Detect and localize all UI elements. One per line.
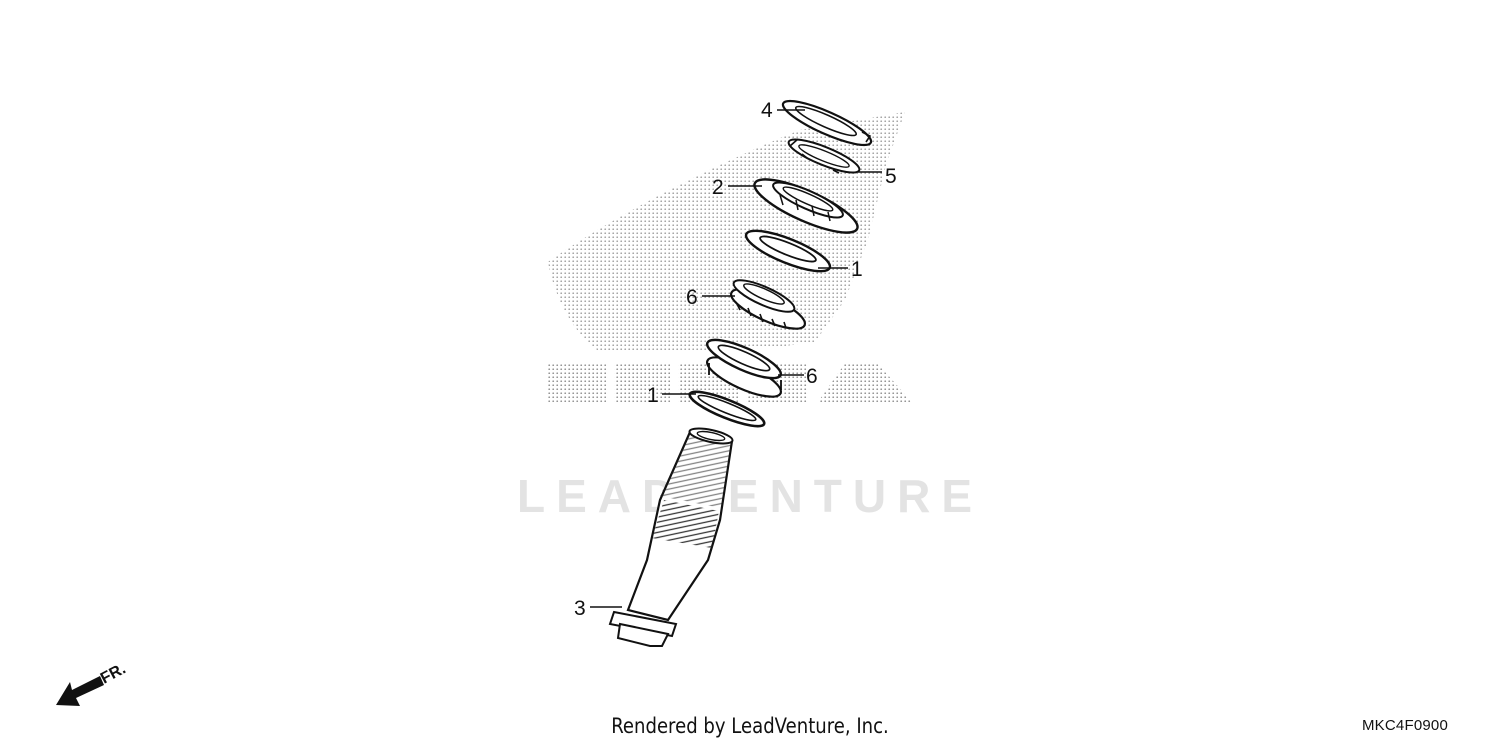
callout-1-upper: 1 [818,258,863,281]
callout-4: 4 [761,99,805,122]
callout-1-lower-label: 1 [647,384,659,407]
front-direction-arrow: FR. [56,660,129,706]
callout-3: 3 [574,597,622,620]
wing-logo-watermark [548,112,905,352]
rendered-by-credit: Rendered by LeadVenture, Inc. [611,714,889,738]
part-1-upper-dust-seal[interactable] [742,223,834,279]
callout-4-label: 4 [761,99,773,122]
part-5-lock-washer[interactable] [785,133,862,178]
callout-2-label: 2 [712,176,724,199]
callout-1-lower: 1 [647,384,696,407]
diagram-code: MKC4F0900 [1361,717,1448,734]
callout-3-label: 3 [574,597,586,620]
callout-2: 2 [712,176,762,199]
callout-6-lower: 6 [778,365,818,388]
callout-6-upper: 6 [686,286,735,309]
part-3-steering-stem[interactable] [608,426,734,647]
part-2-adjusting-nut[interactable] [749,170,864,243]
callout-6-lower-label: 6 [806,365,818,388]
part-6-upper-bearing[interactable] [727,274,810,336]
callout-6-upper-label: 6 [686,286,698,309]
leadventure-watermark: LEADVENTURE [517,470,983,522]
callout-5-label: 5 [885,165,897,188]
callout-5: 5 [858,165,897,188]
callout-1-upper-label: 1 [851,258,863,281]
part-4-lock-nut[interactable] [779,93,876,152]
